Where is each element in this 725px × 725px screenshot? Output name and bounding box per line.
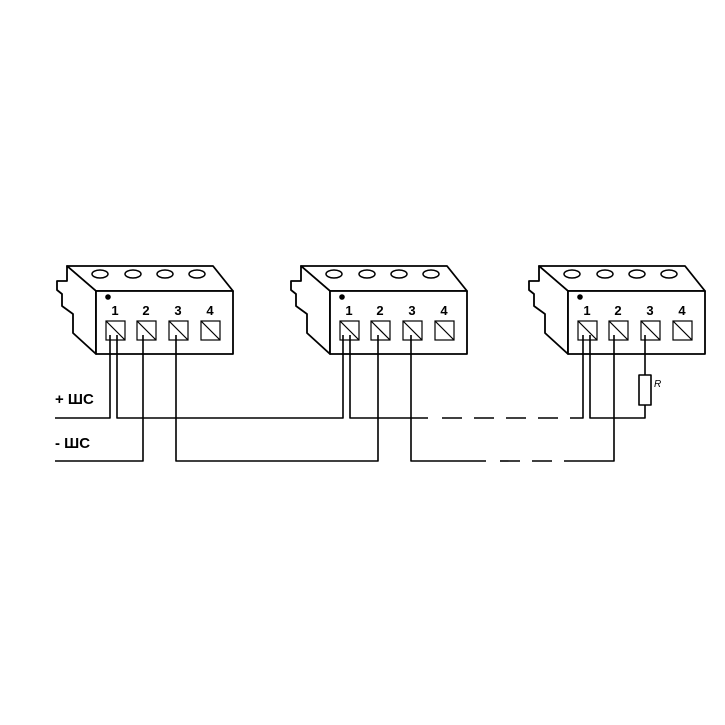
wire-b1t1-to-b2t1: [116, 335, 344, 419]
terminal-number-2: 2: [142, 303, 149, 318]
screw-hole: [563, 269, 581, 279]
wire-b2t1-out: [349, 335, 428, 419]
terminal-screw-2: [136, 320, 157, 341]
terminal-screw-4: [672, 320, 693, 341]
wire-positive-input: [55, 335, 111, 419]
screw-hole: [325, 269, 343, 279]
terminal-screw-1: [105, 320, 126, 341]
block-front-face: [329, 290, 468, 355]
terminal-block-3: 1 2 3 4: [528, 265, 706, 355]
terminal-screw-3: [168, 320, 189, 341]
wire-b2t3-out: [410, 335, 486, 462]
label-negative-loop: - ШС: [55, 435, 90, 452]
screw-hole: [124, 269, 142, 279]
resistor-label: R: [654, 379, 661, 390]
wire-b3t1-resistor: [589, 335, 646, 419]
resistor-icon: [638, 374, 652, 406]
screw-hole: [390, 269, 408, 279]
polarity-dot-icon: [105, 294, 111, 300]
terminal-number-3: 3: [646, 303, 653, 318]
terminal-screw-4: [434, 320, 455, 341]
screw-hole: [660, 269, 678, 279]
screw-hole: [156, 269, 174, 279]
wire-b3t1-in: [578, 335, 584, 419]
terminal-screw-4: [200, 320, 221, 341]
screw-hole: [596, 269, 614, 279]
terminal-screw-3: [402, 320, 423, 341]
terminal-screw-2: [370, 320, 391, 341]
terminal-number-2: 2: [614, 303, 621, 318]
terminal-number-3: 3: [408, 303, 415, 318]
terminal-number-1: 1: [345, 303, 352, 318]
terminal-block-1: 1 2 3 4: [56, 265, 234, 355]
screw-hole: [188, 269, 206, 279]
terminal-number-2: 2: [376, 303, 383, 318]
terminal-screw-3: [640, 320, 661, 341]
terminal-number-4: 4: [678, 303, 686, 318]
terminal-number-1: 1: [583, 303, 590, 318]
terminal-number-1: 1: [111, 303, 118, 318]
terminal-screw-2: [608, 320, 629, 341]
polarity-dot-icon: [577, 294, 583, 300]
screw-hole: [358, 269, 376, 279]
wire-negative-input: [55, 335, 144, 462]
terminal-screw-1: [577, 320, 598, 341]
polarity-dot-icon: [339, 294, 345, 300]
screw-hole: [422, 269, 440, 279]
label-positive-loop: + ШС: [55, 391, 94, 408]
block-front-face: [567, 290, 706, 355]
block-front-face: [95, 290, 234, 355]
terminal-block-2: 1 2 3 4: [290, 265, 468, 355]
terminal-number-4: 4: [206, 303, 214, 318]
wire-b1t3-to-b2t2: [175, 335, 379, 462]
screw-hole: [91, 269, 109, 279]
wire-b3t3-in: [580, 335, 615, 462]
terminal-number-4: 4: [440, 303, 448, 318]
screw-hole: [628, 269, 646, 279]
terminal-number-3: 3: [174, 303, 181, 318]
